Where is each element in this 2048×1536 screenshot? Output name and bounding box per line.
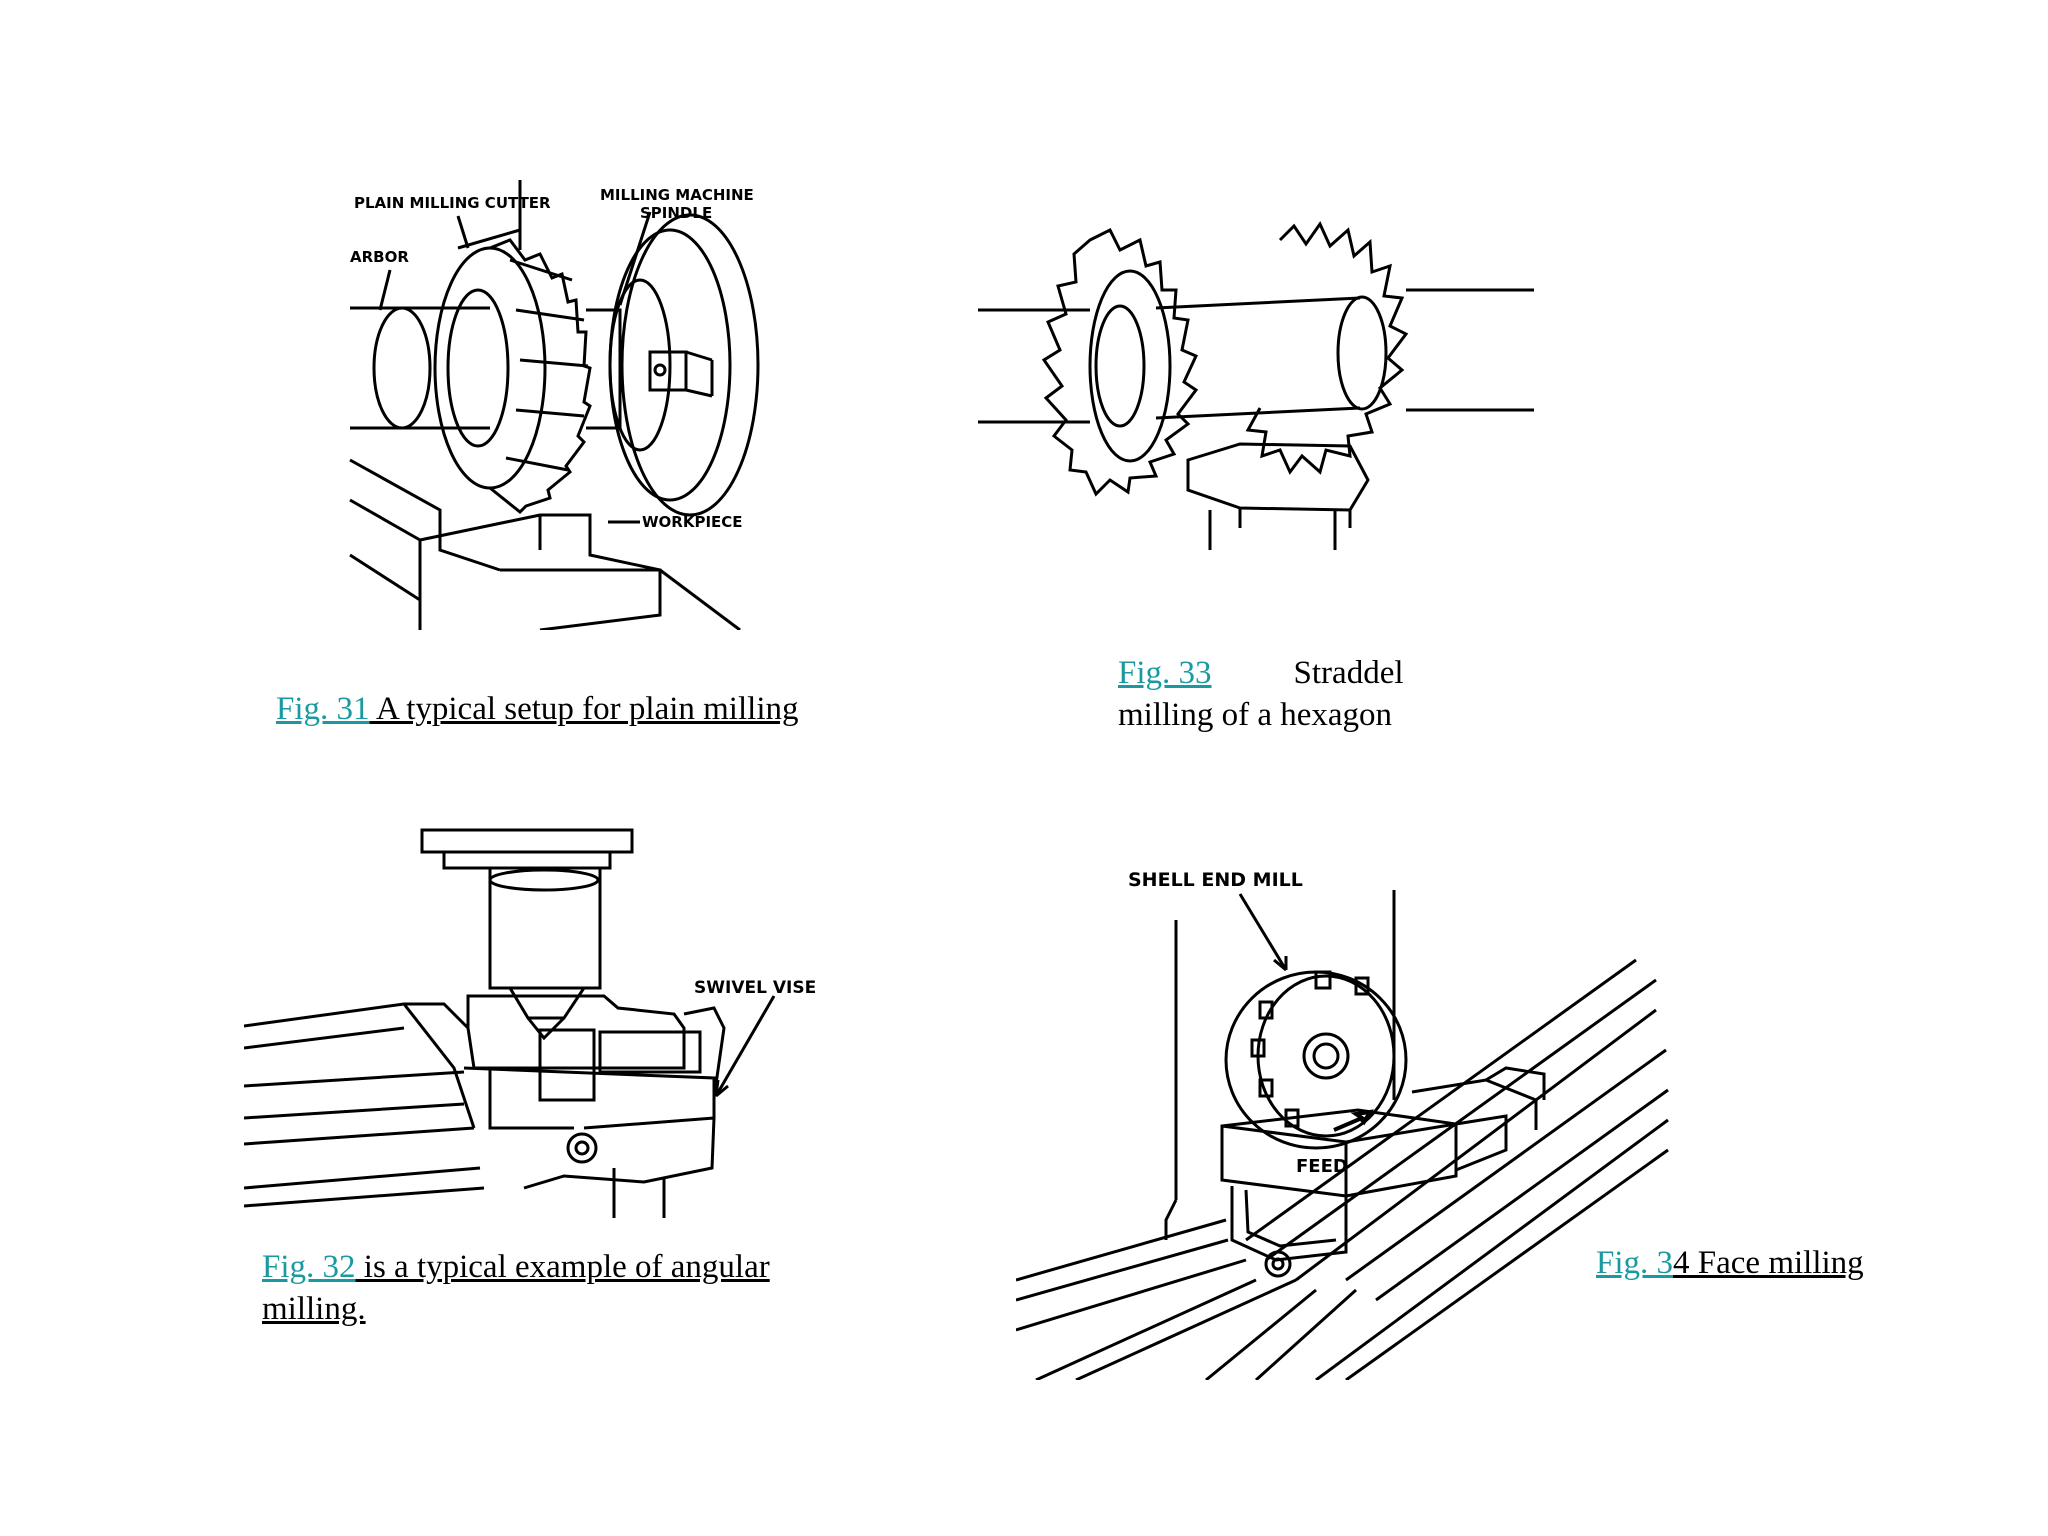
figure-33-straddle-milling: [970, 210, 1560, 560]
caption-fig-31: Fig. 31 A typical setup for plain millin…: [276, 688, 798, 730]
caption-fig-32: Fig. 32 is a typical example of angular …: [262, 1246, 822, 1330]
label-milling-machine: MILLING MACHINE: [600, 186, 754, 204]
caption-fig-34: Fig. 34 Face milling: [1596, 1242, 1864, 1284]
fig-32-caption-text: is a typical example of angular: [355, 1249, 770, 1285]
fig-32-link[interactable]: Fig. 32: [262, 1249, 356, 1285]
angular-milling-illustration: SWIVEL VISE: [244, 828, 816, 1218]
fig-31-caption-text: A typical setup for plain milling: [369, 691, 799, 727]
straddle-milling-illustration: [978, 220, 1534, 550]
fig-33-link[interactable]: Fig. 33: [1118, 655, 1212, 691]
label-spindle: SPINDLE: [640, 204, 712, 222]
figure-32-angular-milling: SWIVEL VISE: [244, 828, 864, 1218]
fig-31-link[interactable]: Fig. 31: [276, 691, 370, 727]
fig-33-caption-word: Straddel: [1293, 655, 1404, 691]
fig-33-caption-line2: milling of a hexagon: [1118, 697, 1393, 733]
plain-milling-illustration: PLAIN MILLING CUTTER MILLING MACHINE SPI…: [349, 180, 760, 630]
label-workpiece: WORKPIECE: [642, 513, 743, 531]
fig-34-caption-text: 4 Face milling: [1673, 1245, 1864, 1281]
label-arbor: ARBOR: [350, 248, 409, 266]
fig-34-link[interactable]: Fig. 3: [1596, 1245, 1674, 1281]
fig-32-caption-line1: Fig. 32 is a typical example of angular: [262, 1246, 822, 1288]
face-milling-illustration: SHELL END MILL FEED: [1016, 869, 1669, 1380]
caption-fig-33: Fig. 33 Straddel milling of a hexagon: [1118, 652, 1458, 736]
label-plain-milling-cutter: PLAIN MILLING CUTTER: [354, 194, 551, 212]
figure-31-plain-milling: PLAIN MILLING CUTTER MILLING MACHINE SPI…: [340, 170, 780, 630]
label-feed: FEED: [1296, 1156, 1348, 1177]
fig-32-caption-line2: milling.: [262, 1291, 366, 1327]
fig-33-caption-line1: Fig. 33 Straddel: [1118, 652, 1458, 694]
label-swivel-vise: SWIVEL VISE: [694, 978, 816, 998]
label-shell-end-mill: SHELL END MILL: [1128, 869, 1303, 891]
figure-34-face-milling: SHELL END MILL FEED: [1016, 860, 1676, 1380]
